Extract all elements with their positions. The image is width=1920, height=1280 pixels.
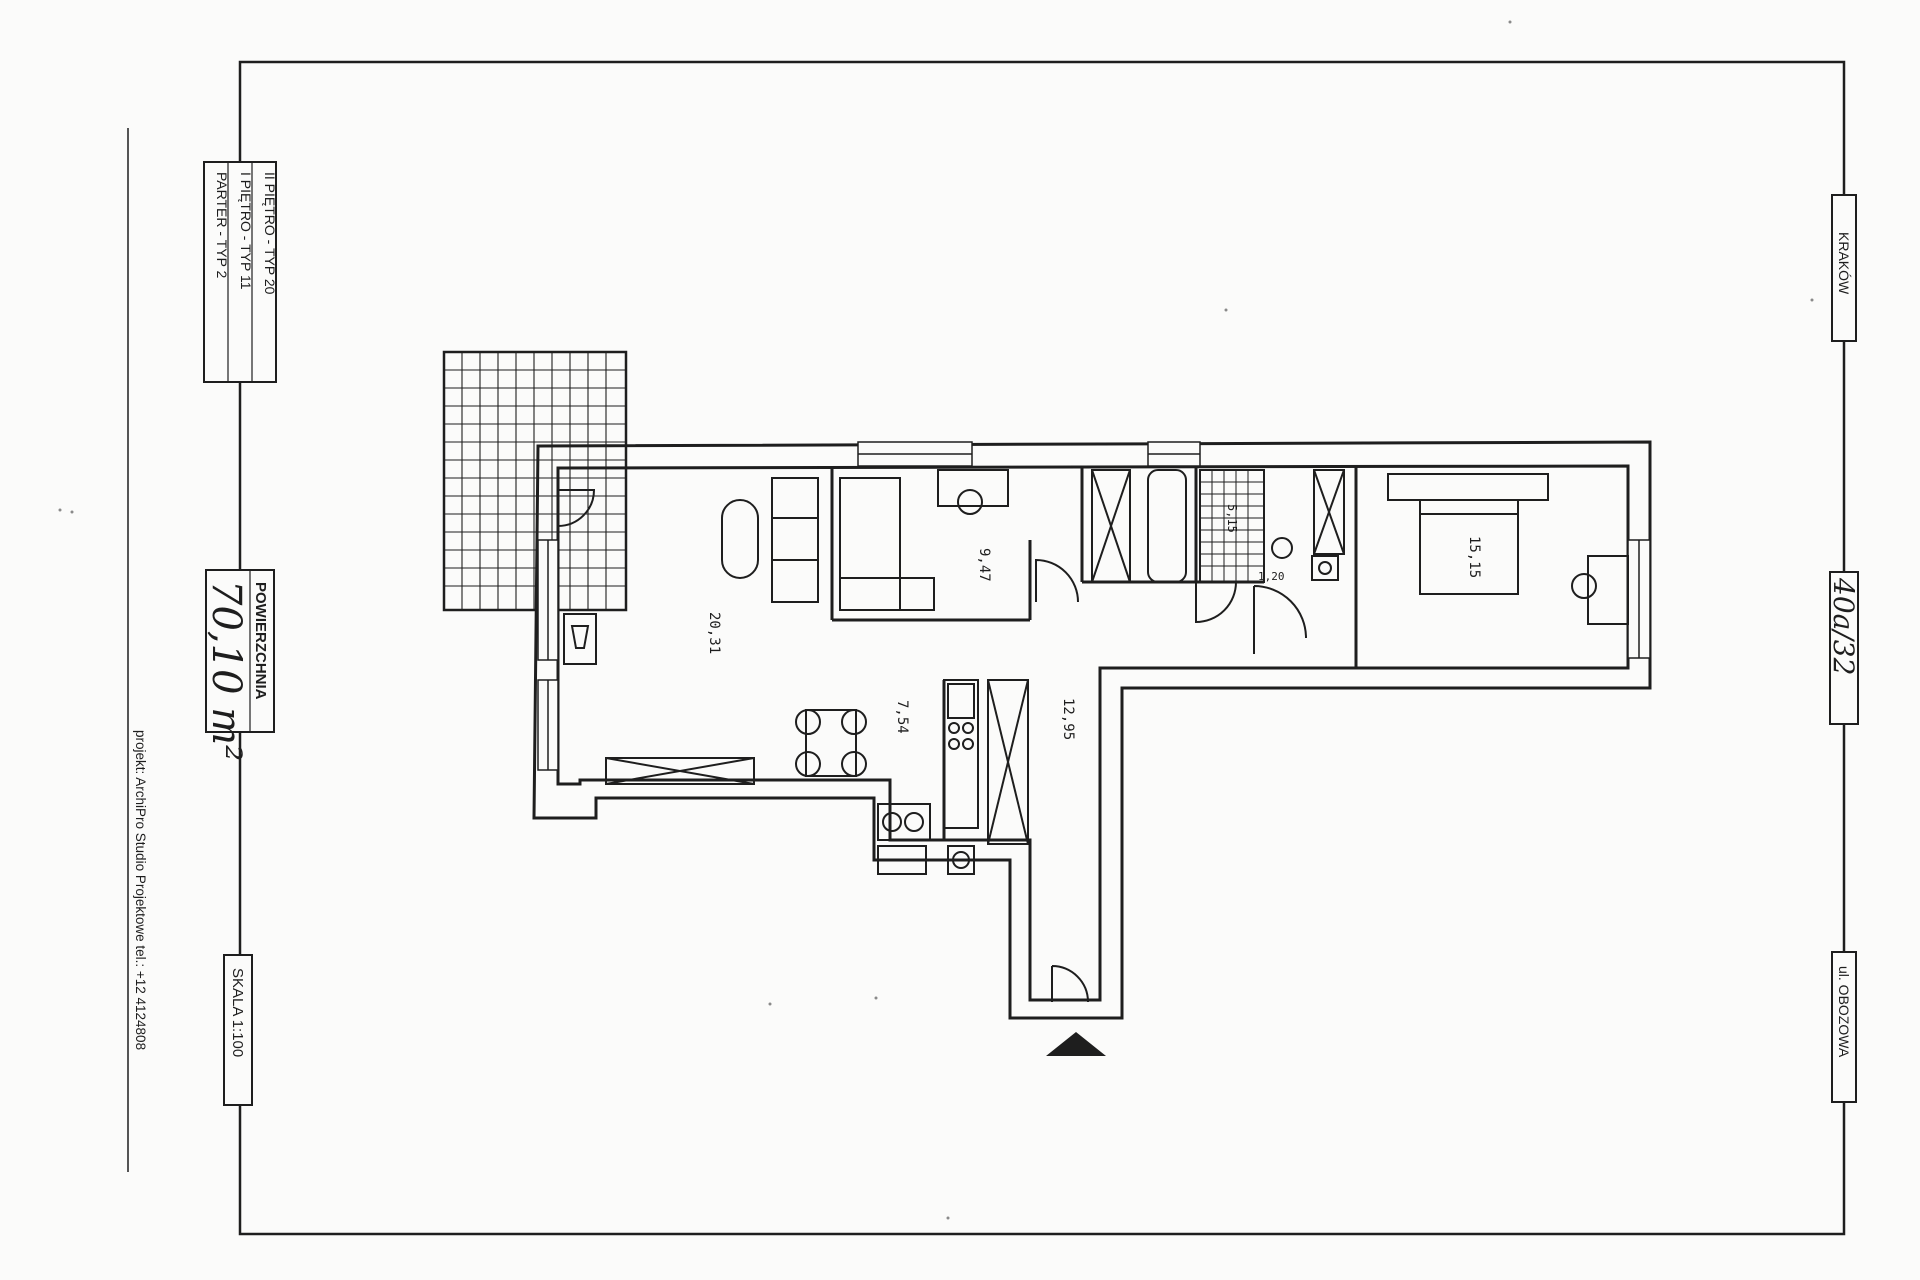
balcony xyxy=(442,350,628,612)
unit-number: 40a/32 xyxy=(1827,577,1860,675)
bathroom-fittings xyxy=(1091,469,1345,583)
unit-number-box: 40a/32 xyxy=(1827,571,1860,725)
area-value: 70,10 m² xyxy=(203,580,249,761)
room-area-bedroom-small: 9,47 xyxy=(976,548,992,582)
area-box: POWIERZCHNIA 70,10 m² xyxy=(203,569,275,761)
floor-type-line-2: I PIĘTRO - TYP 11 xyxy=(238,172,254,290)
room-labels: 20,31 9,47 7,54 12,95 15,15 5,15 1,20 xyxy=(706,504,1482,740)
room-area-living: 20,31 xyxy=(706,612,722,654)
windows xyxy=(537,441,1651,771)
scan-specks xyxy=(58,20,1814,1220)
scale-label: SKALA 1:100 xyxy=(229,968,246,1057)
living-room-furniture xyxy=(563,477,867,785)
entrance-arrow-icon xyxy=(1046,1032,1106,1056)
street-label-north: KRAKÓW xyxy=(1836,232,1852,295)
area-label: POWIERZCHNIA xyxy=(252,582,269,700)
credits-text: projekt: ArchiPro Studio Projektowe tel.… xyxy=(133,730,148,1050)
room-area-kitchen: 7,54 xyxy=(894,700,910,734)
room-area-wc: 1,20 xyxy=(1258,570,1285,583)
floor-types-box: II PIĘTRO - TYP 20 I PIĘTRO - TYP 11 PAR… xyxy=(203,161,278,383)
floor-type-line-1: II PIĘTRO - TYP 20 xyxy=(262,172,278,295)
floor-type-line-3: PARTER - TYP 2 xyxy=(214,172,230,279)
sheet-frame xyxy=(238,60,1846,1236)
room-area-bathroom: 5,15 xyxy=(1225,504,1239,533)
bedroom-large-furniture xyxy=(1387,473,1629,625)
street-label-north-box: KRAKÓW xyxy=(1831,194,1857,342)
street-label-south: ul. OBOZOWA xyxy=(1836,966,1852,1058)
room-area-bedroom-large: 15,15 xyxy=(1466,536,1482,578)
room-area-hall: 12,95 xyxy=(1060,698,1076,740)
street-label-south-box: ul. OBOZOWA xyxy=(1831,951,1857,1103)
doors xyxy=(557,489,1307,1003)
bedroom-small-furniture xyxy=(839,469,1009,611)
scale-box: SKALA 1:100 xyxy=(223,954,253,1106)
kitchen-fittings xyxy=(877,679,1029,875)
